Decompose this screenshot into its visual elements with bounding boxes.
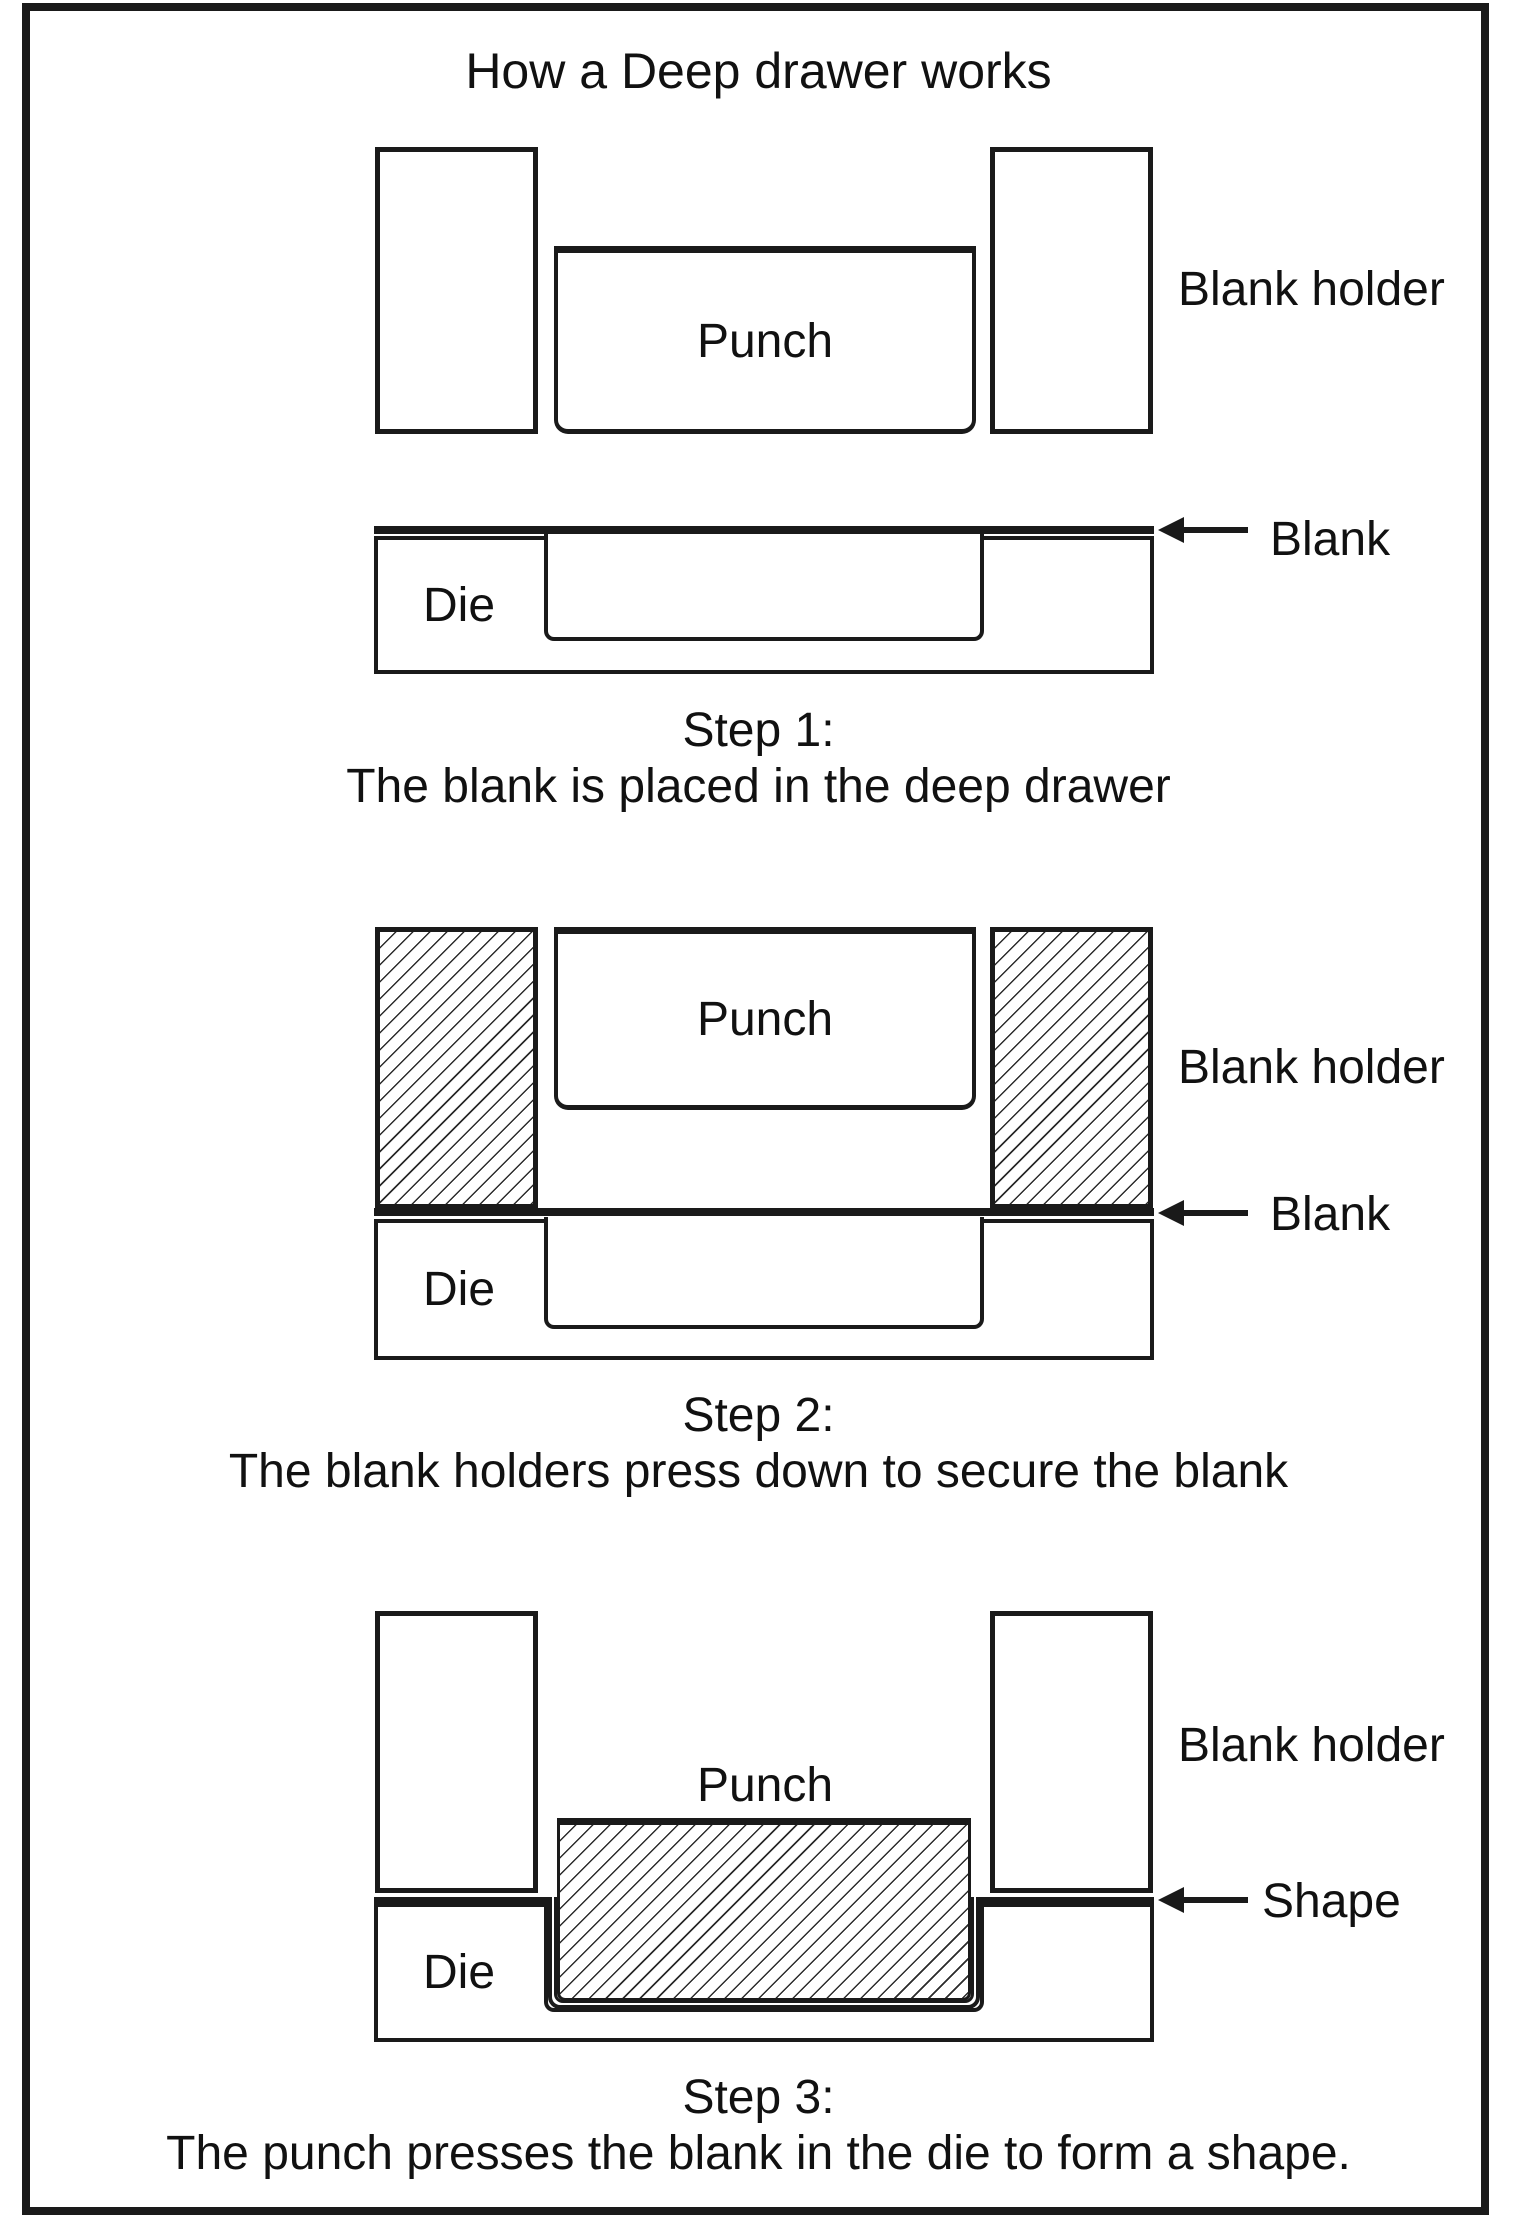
blank-holder-left bbox=[375, 147, 538, 434]
shape-flange-left bbox=[374, 1897, 552, 1904]
pointer-label: Shape bbox=[1262, 1875, 1401, 1928]
blank-bar bbox=[374, 1208, 1154, 1216]
caption-title-line: Step 3: bbox=[682, 2071, 835, 2124]
shape-liner-inner bbox=[554, 1897, 974, 2003]
caption-text-line: The blank is placed in the deep drawer bbox=[346, 760, 1171, 813]
punch: Punch bbox=[554, 927, 976, 1110]
blank-holder-label: Blank holder bbox=[1178, 263, 1445, 316]
punch-label: Punch bbox=[696, 1759, 834, 1812]
punch-label: Punch bbox=[696, 993, 834, 1046]
blank-holder-left bbox=[375, 1611, 538, 1893]
arrow-shaft bbox=[1180, 1210, 1248, 1216]
punch-label: Punch bbox=[696, 314, 834, 368]
shape-liner bbox=[548, 1897, 980, 2009]
caption-text-line: The blank holders press down to secure t… bbox=[228, 1445, 1289, 1498]
die-cavity bbox=[544, 1217, 984, 1329]
step-caption: Step 1: The blank is placed in the deep … bbox=[0, 703, 1517, 815]
blank-holder-right bbox=[990, 1611, 1153, 1893]
pointer-label: Blank bbox=[1270, 1188, 1391, 1241]
blank-bar bbox=[374, 526, 1154, 534]
arrow-left-icon bbox=[1158, 517, 1184, 543]
punch: Punch bbox=[554, 246, 976, 434]
caption-title-line: Step 1: bbox=[682, 704, 835, 757]
blank-holder-left bbox=[375, 927, 538, 1209]
caption-title-line: Step 2: bbox=[682, 1389, 835, 1442]
pointer-label: Blank bbox=[1270, 513, 1391, 566]
die-label: Die bbox=[422, 578, 496, 632]
step-caption: Step 2: The blank holders press down to … bbox=[0, 1388, 1517, 1500]
arrow-left-icon bbox=[1158, 1200, 1184, 1226]
arrow-shaft bbox=[1180, 1897, 1248, 1903]
shape-flange-right bbox=[976, 1897, 1154, 1904]
die-label: Die bbox=[422, 1263, 496, 1316]
arrow-left-icon bbox=[1158, 1887, 1184, 1913]
figure-title: How a Deep drawer works bbox=[465, 43, 1052, 99]
step-caption: Step 3: The punch presses the blank in t… bbox=[0, 2070, 1517, 2182]
punch bbox=[557, 1818, 971, 2001]
die-label: Die bbox=[422, 1946, 496, 1999]
arrow-shaft bbox=[1180, 527, 1248, 533]
outer-frame bbox=[22, 3, 1489, 2215]
die-cavity bbox=[544, 534, 984, 641]
blank-holder-right bbox=[990, 927, 1153, 1209]
caption-text-line: The punch presses the blank in the die t… bbox=[166, 2127, 1351, 2180]
blank-holder-label: Blank holder bbox=[1178, 1719, 1445, 1772]
blank-holder-label: Blank holder bbox=[1178, 1041, 1445, 1094]
blank-holder-right bbox=[990, 147, 1153, 434]
